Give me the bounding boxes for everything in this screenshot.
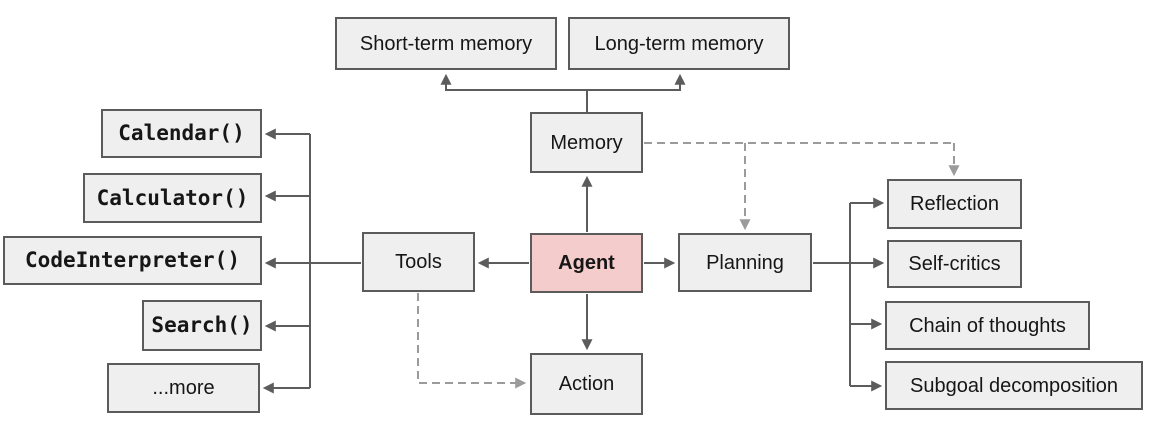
node-subgoal-decomposition: Subgoal decomposition xyxy=(885,361,1143,410)
node-planning: Planning xyxy=(678,233,812,292)
node-reflection: Reflection xyxy=(887,179,1022,229)
node-search: Search() xyxy=(142,300,262,351)
node-more: ...more xyxy=(107,363,260,413)
node-self-critics: Self-critics xyxy=(887,240,1022,288)
node-code-interpreter: CodeInterpreter() xyxy=(3,236,262,285)
node-tools: Tools xyxy=(362,232,475,292)
node-chain-of-thoughts: Chain of thoughts xyxy=(885,301,1090,350)
edge-memory-stem xyxy=(445,89,681,112)
node-long-term-memory: Long-term memory xyxy=(568,17,790,70)
node-memory: Memory xyxy=(530,112,643,173)
node-calendar: Calendar() xyxy=(101,109,262,158)
edge-tools-action-dashed xyxy=(417,293,527,389)
node-action: Action xyxy=(530,353,643,415)
node-agent: Agent xyxy=(530,233,643,293)
node-calculator: Calculator() xyxy=(83,173,262,223)
node-short-term-memory: Short-term memory xyxy=(335,17,557,70)
